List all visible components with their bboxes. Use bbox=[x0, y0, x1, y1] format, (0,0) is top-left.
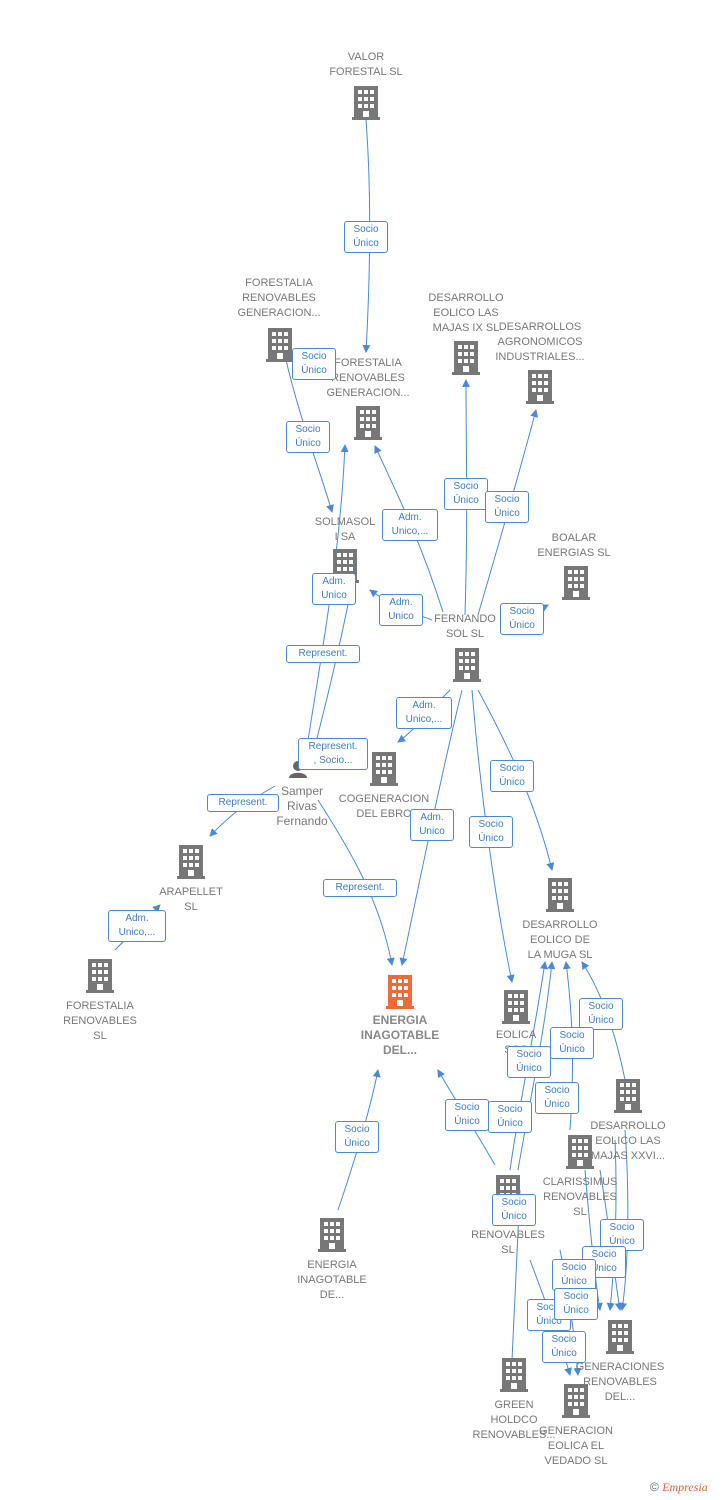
relation-tag[interactable]: Socio Único bbox=[445, 1099, 489, 1131]
building-icon bbox=[386, 975, 414, 1009]
relation-tag[interactable]: Socio Único bbox=[535, 1082, 579, 1114]
node-label: BOALAR ENERGIAS SL bbox=[537, 532, 611, 559]
node-arapellet[interactable]: ARAPELLET SL bbox=[146, 845, 236, 915]
node-label: FORESTALIA RENOVABLES GENERACION... bbox=[237, 277, 321, 319]
building-icon bbox=[500, 1358, 528, 1392]
relation-tag[interactable]: Adm. Unico,... bbox=[396, 697, 452, 729]
relation-tag[interactable]: Socio Único bbox=[579, 998, 623, 1030]
relation-tag[interactable]: Socio Único bbox=[292, 348, 336, 380]
relation-tag[interactable]: Socio Único bbox=[500, 603, 544, 635]
node-vedado[interactable]: GENERACION EOLICA EL VEDADO SL bbox=[526, 1384, 626, 1469]
building-icon bbox=[354, 406, 382, 440]
building-icon bbox=[352, 86, 380, 120]
relation-tag[interactable]: Adm. Unico,... bbox=[382, 509, 438, 541]
building-icon bbox=[177, 845, 205, 879]
building-icon bbox=[453, 648, 481, 682]
node-solmasol[interactable]: SOLMASOL I SA bbox=[300, 515, 390, 545]
node-energia-main[interactable]: ENERGIA INAGOTABLE DEL... bbox=[346, 975, 454, 1058]
building-icon bbox=[546, 878, 574, 912]
node-label: CLARISSIMUS RENOVABLES SL bbox=[542, 1176, 618, 1218]
building-icon bbox=[566, 1135, 594, 1169]
brand-logo[interactable]: Empresia bbox=[662, 1480, 708, 1494]
node-green-holdco[interactable]: GREEN HOLDCO RENOVABLES... bbox=[462, 1358, 566, 1443]
node-valor-forestal[interactable]: VALOR FORESTAL SL bbox=[318, 50, 414, 80]
node-majas-xxvi[interactable]: DESARROLLO EOLICO LAS MAJAS XXVI... bbox=[580, 1079, 676, 1164]
building-icon bbox=[526, 370, 554, 404]
relation-tag[interactable]: Socio Único bbox=[552, 1259, 596, 1291]
node-label: DESARROLLOS AGRONOMICOS INDUSTRIALES... bbox=[495, 321, 585, 363]
relation-tag[interactable]: Socio Único bbox=[490, 760, 534, 792]
node-label: COGENERACION DEL EBRO bbox=[338, 793, 430, 820]
node-cogeneracion[interactable]: COGENERACION DEL EBRO bbox=[332, 752, 436, 822]
node-label: SOLMASOL I SA bbox=[314, 516, 376, 543]
building-icon bbox=[614, 1079, 642, 1113]
node-person-samper[interactable]: Samper Rivas Fernando bbox=[266, 760, 338, 829]
node-label: DESARROLLO EOLICO LAS MAJAS IX SL bbox=[428, 292, 504, 334]
node-energia-de[interactable]: ENERGIA INAGOTABLE DE... bbox=[284, 1218, 380, 1303]
node-label: Samper Rivas Fernando bbox=[276, 784, 328, 828]
building-icon bbox=[86, 959, 114, 993]
relation-tag[interactable]: Socio Único bbox=[444, 478, 488, 510]
node-label: GENERACIONES RENOVABLES DEL... bbox=[575, 1361, 665, 1403]
node-label: DESARROLLO EOLICO LAS MAJAS XXVI... bbox=[590, 1120, 666, 1162]
node-label: ENERGIA INAGOTABLE DE... bbox=[297, 1259, 367, 1301]
node-fernando-sol[interactable]: FERNANDO SOL SL bbox=[420, 612, 510, 642]
relation-tag[interactable]: Represent. bbox=[207, 794, 279, 812]
node-forestalia-gen-top[interactable]: FORESTALIA RENOVABLES GENERACION... bbox=[228, 276, 330, 321]
node-desarrollo-majas-ix[interactable]: DESARROLLO EOLICO LAS MAJAS IX SL bbox=[418, 291, 514, 336]
node-label: ARAPELLET SL bbox=[159, 886, 223, 913]
relation-tag[interactable]: Socio Único bbox=[286, 421, 330, 453]
building-icon bbox=[370, 752, 398, 786]
relation-tag[interactable]: Socio Único bbox=[344, 221, 388, 253]
node-generaciones[interactable]: GENERACIONES RENOVABLES DEL... bbox=[568, 1320, 672, 1405]
footer-credit: © Empresia bbox=[650, 1480, 708, 1495]
building-icon bbox=[562, 566, 590, 600]
relation-tag[interactable]: Socio Único bbox=[507, 1046, 551, 1078]
node-desarrollos-agronomicos[interactable]: DESARROLLOS AGRONOMICOS INDUSTRIALES... bbox=[486, 320, 594, 365]
node-label: GREEN HOLDCO RENOVABLES... bbox=[472, 1399, 556, 1441]
node-label: VALOR FORESTAL SL bbox=[329, 51, 403, 78]
node-label: FERNANDO SOL SL bbox=[434, 613, 496, 640]
node-boalar[interactable]: BOALAR ENERGIAS SL bbox=[524, 531, 624, 561]
building-icon bbox=[452, 341, 480, 375]
relation-tag[interactable]: Socio Único bbox=[554, 1288, 598, 1320]
edge bbox=[317, 799, 395, 966]
relation-tag[interactable]: Represent. bbox=[286, 645, 360, 663]
relation-tag[interactable]: Adm. Unico bbox=[410, 809, 454, 841]
relation-tag[interactable]: Socio Único bbox=[335, 1121, 379, 1153]
node-muga[interactable]: DESARROLLO EOLICO DE LA MUGA SL bbox=[508, 878, 612, 963]
relation-tag[interactable]: Adm. Unico bbox=[312, 573, 356, 605]
relation-tag[interactable]: Socio Único bbox=[600, 1219, 644, 1251]
node-clarissimus[interactable]: CLARISSIMUS RENOVABLES SL bbox=[530, 1135, 630, 1220]
edge bbox=[304, 444, 349, 761]
relation-tag[interactable]: Socio Único bbox=[469, 816, 513, 848]
node-label: ENERGIA INAGOTABLE DEL... bbox=[360, 1013, 440, 1057]
copyright-symbol: © bbox=[650, 1480, 659, 1494]
relation-tag[interactable]: Represent. bbox=[323, 879, 397, 897]
node-label: DESARROLLO EOLICO DE LA MUGA SL bbox=[522, 919, 598, 961]
building-icon bbox=[318, 1218, 346, 1252]
node-label: FORESTALIA RENOVABLES GENERACION... bbox=[326, 357, 410, 399]
relation-tag[interactable]: Socio Único bbox=[542, 1331, 586, 1363]
building-icon bbox=[562, 1384, 590, 1418]
node-label: GENERACION EOLICA EL VEDADO SL bbox=[539, 1425, 613, 1467]
node-forestalia-sl[interactable]: FORESTALIA RENOVABLES SL bbox=[52, 959, 148, 1044]
relation-tag[interactable]: Represent. , Socio... bbox=[298, 738, 368, 770]
relation-tag[interactable]: Socio Único bbox=[488, 1101, 532, 1133]
building-icon bbox=[502, 990, 530, 1024]
relation-tag[interactable]: Socio Único bbox=[550, 1027, 594, 1059]
relation-tag[interactable]: Adm. Unico bbox=[379, 594, 423, 626]
relation-tag[interactable]: Socio Único bbox=[485, 491, 529, 523]
relation-tag[interactable]: Socio Único bbox=[492, 1194, 536, 1226]
relation-tag[interactable]: Adm. Unico,... bbox=[108, 910, 166, 942]
node-label: FORESTALIA RENOVABLES SL bbox=[63, 1000, 137, 1042]
node-forestalia-gen-mid[interactable]: FORESTALIA RENOVABLES GENERACION... bbox=[318, 356, 418, 401]
building-icon bbox=[606, 1320, 634, 1354]
building-icon bbox=[266, 328, 294, 362]
